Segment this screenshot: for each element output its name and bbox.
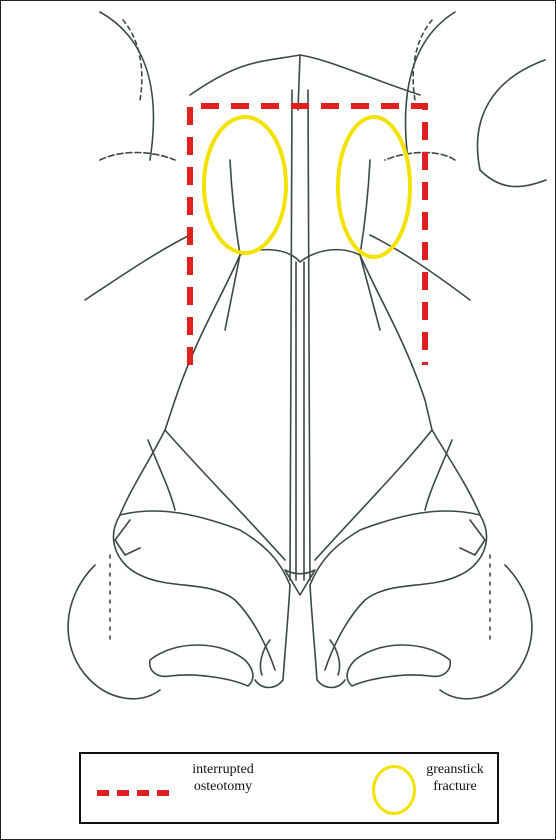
greenstick-label-line2: fracture [419,778,491,795]
right-outer-ala [440,565,532,699]
left-orbit-arc [100,12,153,160]
right-eye-contour [478,60,545,170]
osteotomy-legend-label: interrupted osteotomy [177,761,269,795]
osteotomy-label-line2: osteotomy [177,778,269,795]
right-nostril [347,645,450,686]
septum-left-line [290,90,292,580]
greenstick-legend-swatch [372,765,416,815]
right-orbit-arc [405,12,455,160]
nasion-contour [190,55,420,95]
greenstick-legend-label: greanstick fracture [419,761,491,795]
legend: interrupted osteotomy greanstick fractur… [79,752,499,824]
left-greenstick-fracture-ellipse [204,117,286,253]
septum-right-line [308,90,310,580]
greenstick-label-line1: greanstick [419,761,491,778]
right-cheek-curve [370,235,470,300]
osteotomy-label-line1: interrupted [177,761,269,778]
nose-sketch [68,12,546,699]
left-nostril [150,645,253,686]
left-cheek-curve [85,235,190,300]
osteotomy-legend-swatch [97,790,169,796]
left-alar-rim [114,515,275,670]
left-lower-lateral-edge [120,430,165,515]
right-greenstick-fracture-ellipse [338,117,410,257]
left-outer-ala [68,565,160,699]
right-alar-rim [325,515,486,670]
